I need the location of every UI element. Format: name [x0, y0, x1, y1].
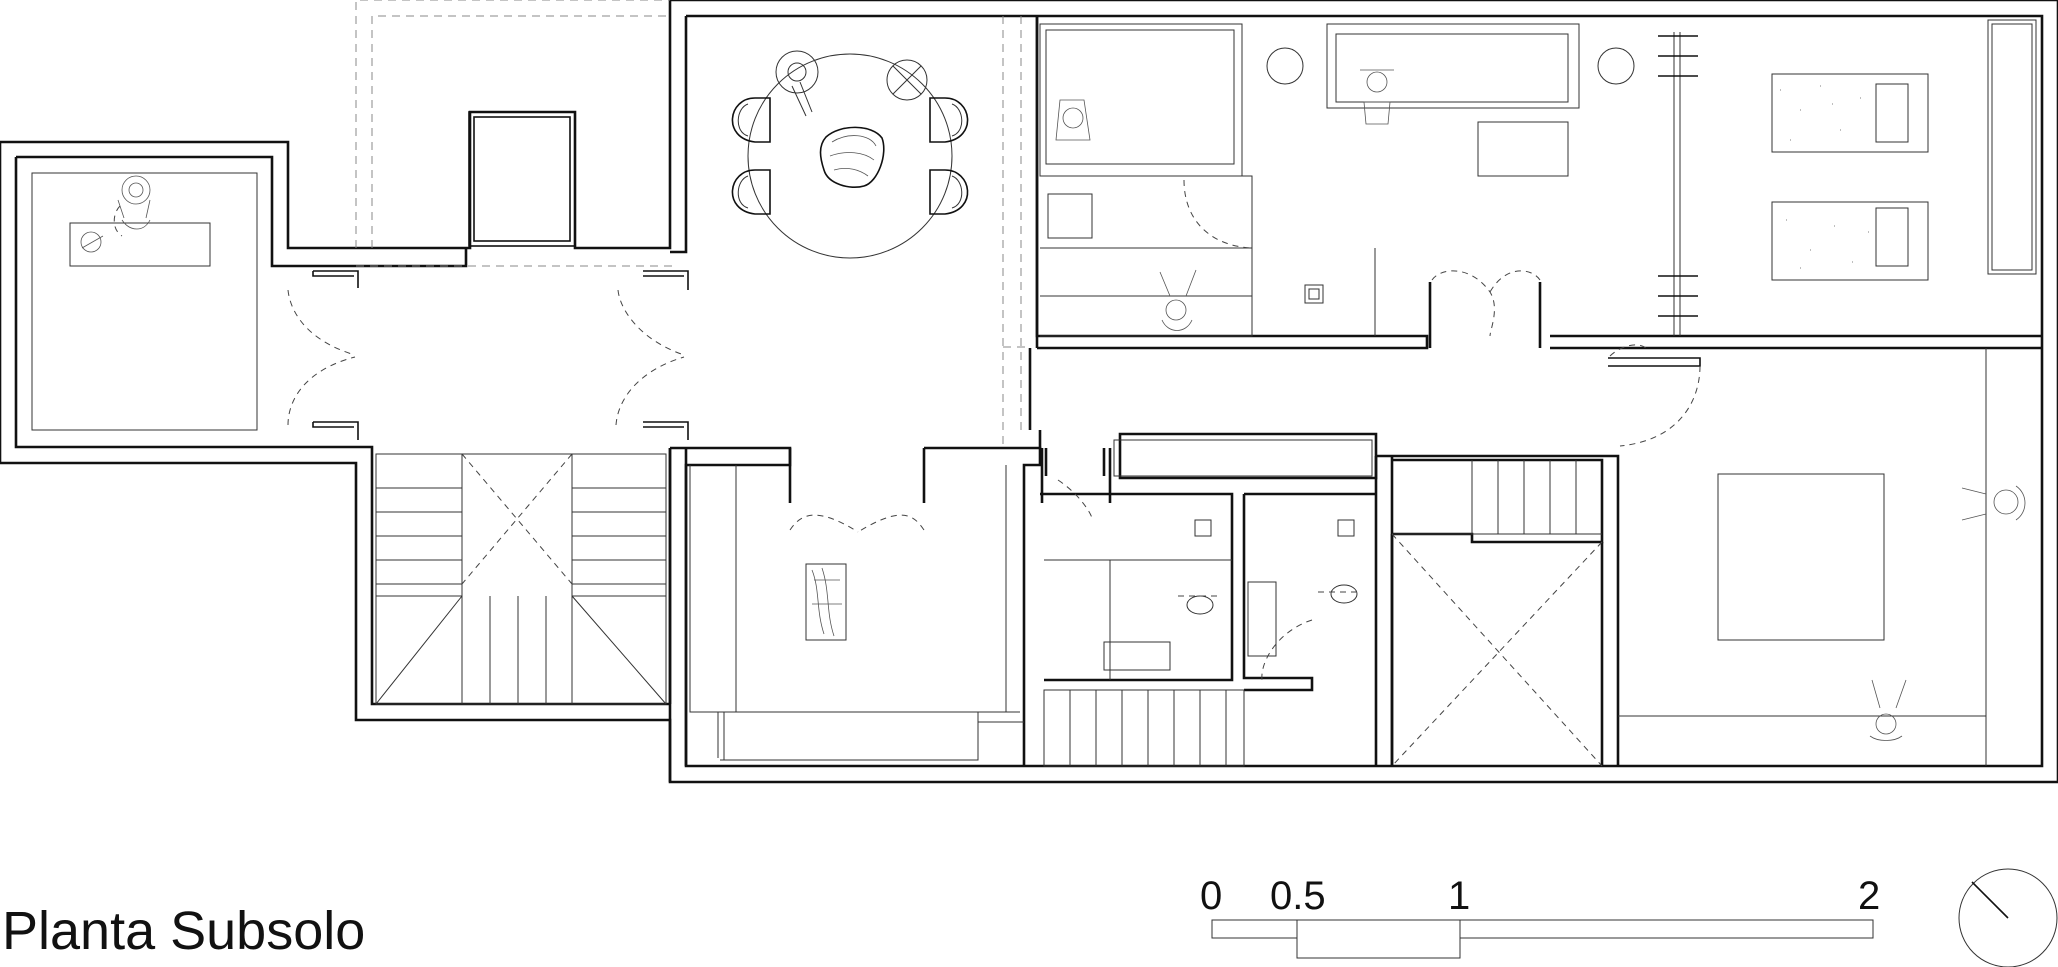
scale-label-0: 0 — [1200, 874, 1223, 918]
center-lower-room — [668, 446, 1042, 766]
stair-right — [1376, 454, 1620, 767]
scale-label-2: 2 — [1858, 874, 1881, 918]
overhead-outline — [355, 0, 1030, 448]
stair-left — [375, 453, 667, 705]
top-right-suite — [1028, 16, 2042, 448]
dining-area — [731, 50, 969, 259]
drawing-title: Planta Subsolo — [2, 901, 366, 961]
bottom-right-room — [1618, 348, 2026, 766]
bathrooms — [1040, 432, 1394, 767]
left-bedroom — [31, 172, 258, 431]
north-arrow-icon — [1958, 868, 2058, 967]
scale-label-0.5: 0.5 — [1270, 874, 1326, 918]
left-hall-doors — [287, 270, 689, 440]
scale-bar — [1211, 919, 1874, 959]
scale-label-1: 1 — [1448, 874, 1471, 918]
